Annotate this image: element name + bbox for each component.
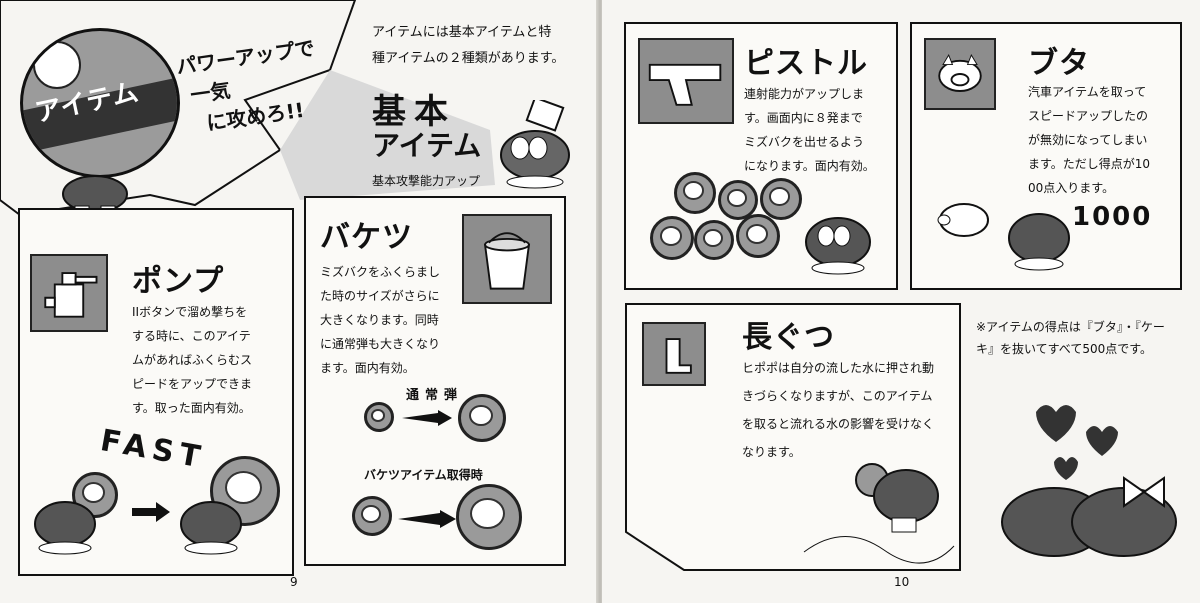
pig-character-illustration	[937, 203, 989, 237]
pig-icon	[938, 54, 982, 92]
bucket-arrow-icon-1	[402, 410, 452, 426]
pump-text: IIボタンで溜め撃ちを する時に、このアイテ ムがあればふくらむス ピードをアッ…	[132, 305, 253, 415]
pistol-icon	[648, 63, 722, 106]
pistol-bubble-1	[674, 172, 716, 214]
pistol-title: ピストル	[744, 46, 868, 81]
banner-tagline: パワーアップで 一気 に攻めろ!!	[174, 33, 324, 141]
boots-title: 長ぐつ	[742, 320, 835, 355]
pump-arrow-icon	[132, 502, 170, 522]
hippo-character-pig	[1008, 213, 1070, 271]
bucket-acquired-bubble-small	[352, 496, 392, 536]
page-number-right: 10	[894, 575, 910, 589]
pig-icon-box	[924, 38, 996, 110]
book-spine	[596, 0, 604, 603]
pump-icon	[44, 272, 98, 318]
boot-icon	[665, 338, 692, 374]
pump-icon-box	[30, 254, 108, 332]
left-page: アイテム パワーアップで 一気 に攻めろ!! アイテムには基本アイテムと特 種ア…	[0, 0, 598, 603]
pump-panel: ポンプ IIボタンで溜め撃ちを する時に、このアイテ ムがあればふくらむス ピー…	[18, 208, 294, 576]
page-number-left: 9	[290, 575, 298, 589]
bucket-acquired-bubble-large	[456, 484, 522, 550]
bucket-acquired-label: バケツアイテム取得時	[364, 468, 483, 482]
boots-text: ヒポポは自分の流した水に押され動 きづらくなりますが、このアイテム を取ると流れ…	[742, 361, 935, 459]
intro-text: アイテムには基本アイテムと特 種アイテムの２種類があります。	[372, 25, 565, 66]
bucket-icon-box	[462, 214, 552, 304]
hippo-character-pump-right	[180, 501, 242, 555]
bucket-arrow-icon-2	[398, 510, 456, 528]
bucket-panel: バケツ ミズバクをふくらまし た時のサイズがさらに 大きくなります。同時 に通常…	[304, 196, 566, 566]
basic-item-title-line1: 基本	[372, 92, 456, 132]
hippo-character-boots	[855, 463, 939, 533]
bucket-text: ミズバクをふくらまし た時のサイズがさらに 大きくなります。同時 に通常弾も大き…	[320, 265, 441, 375]
pistol-bubble-5	[694, 220, 734, 260]
pistol-bubble-3	[760, 178, 802, 220]
hippo-character-pump-left	[34, 501, 96, 555]
pistol-text: 連射能力がアップしま す。画面内に８発まで ミズバクを出せるよう になります。面…	[744, 87, 875, 173]
pig-text: 汽車アイテムを取って スピードアップしたの が無効になってしまい ます。ただし得…	[1028, 85, 1151, 195]
right-page: ピストル 連射能力がアップしま す。画面内に８発まで ミズバクを出せるよう にな…	[602, 0, 1200, 603]
pistol-panel: ピストル 連射能力がアップしま す。画面内に８発まで ミズバクを出せるよう にな…	[624, 22, 898, 290]
pig-title: ブタ	[1028, 46, 1090, 81]
basic-item-caption: 基本攻撃能力アップ	[372, 174, 481, 188]
pump-bubble-small	[72, 472, 118, 518]
hearts-couple-illustration	[1001, 405, 1177, 557]
hippo-character-pistol	[805, 217, 871, 275]
pig-points-label: 1000	[1072, 202, 1153, 232]
bucket-normal-bubble-large	[458, 394, 506, 442]
basic-item-title: 基本 アイテム	[372, 95, 481, 163]
score-note: ※アイテムの得点は『ブタ』・『ケー キ』を抜いてすべて500点です。	[976, 320, 1165, 356]
item-banner-circle	[20, 28, 180, 178]
bucket-icon	[483, 232, 531, 290]
pistol-bubble-2	[718, 180, 758, 220]
pistol-bubble-4	[650, 216, 694, 260]
bucket-title: バケツ	[320, 220, 413, 255]
basic-item-title-line2: アイテム	[372, 129, 482, 162]
boot-icon-box	[642, 322, 706, 386]
hippo-character-bucket-head	[500, 100, 570, 189]
pistol-icon-box	[638, 38, 734, 124]
pig-panel: ブタ 汽車アイテムを取って スピードアップしたの が無効になってしまい ます。た…	[910, 22, 1182, 290]
bucket-normal-bubble-small	[364, 402, 394, 432]
pump-title: ポンプ	[132, 264, 225, 299]
bucket-normal-label: 通常弾	[406, 388, 464, 403]
pump-fast-label: FAST	[97, 423, 209, 476]
pistol-bubble-6	[736, 214, 780, 258]
